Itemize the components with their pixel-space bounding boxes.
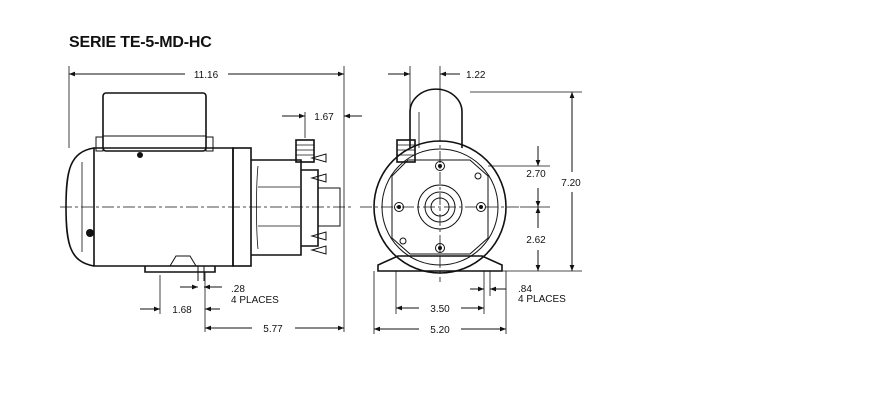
dim-overall-length: 11.16 (194, 70, 219, 81)
base-foot (144, 266, 216, 273)
box-screw-icon (137, 152, 143, 158)
dim-hole-spacing: 3.50 (430, 304, 450, 315)
pump-flange (391, 159, 489, 255)
discharge-port (295, 139, 315, 163)
dim-base-slot-note: 4 PLACES (518, 294, 566, 305)
dim-overall-height: 7.20 (561, 178, 581, 189)
end-screw-icon (86, 229, 94, 237)
dim-height-lower: 2.62 (526, 235, 546, 246)
pump-housing (251, 159, 302, 256)
dim-base-slot: .84 (518, 284, 532, 295)
discharge-tube (409, 88, 463, 148)
terminal-box (102, 92, 207, 152)
side-view: 11.16 1.67 .28 4 PLACES 1.68 5.77 (60, 66, 362, 335)
front-view: 1.22 2.70 2.62 7.20 .84 4 PLACES 3.50 (360, 66, 582, 336)
dim-discharge-offset: 1.67 (314, 112, 334, 123)
dim-base-hole-note: 4 PLACES (231, 295, 279, 306)
drawing-title: SERIE TE-5-MD-HC (69, 34, 212, 51)
dim-inlet-offset: 1.22 (466, 70, 486, 81)
dim-base-to-end: 5.77 (263, 324, 283, 335)
dim-height-upper: 2.70 (526, 169, 546, 180)
dim-base-hole: .28 (231, 284, 245, 295)
dim-base-offset: 1.68 (172, 305, 192, 316)
dim-overall-width: 5.20 (430, 325, 450, 336)
